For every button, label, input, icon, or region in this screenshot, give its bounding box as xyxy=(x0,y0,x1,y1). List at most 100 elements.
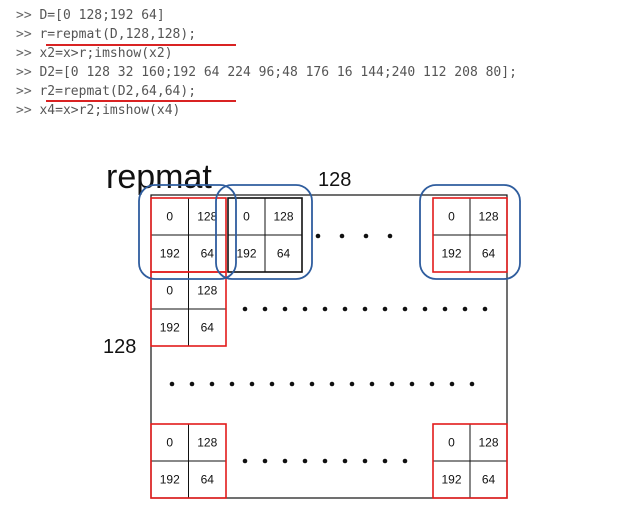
tile-blocks: 0 128 192 64 0 128 192 64 0 128 192 64 0 128 192 64 0 128… xyxy=(150,197,508,499)
dot xyxy=(469,381,475,387)
dot xyxy=(363,233,369,239)
code-line-5: >> r2=repmat(D2,64,64); xyxy=(16,83,196,101)
dot xyxy=(462,306,468,312)
cell-value: 0 xyxy=(166,436,173,450)
cell-value: 64 xyxy=(201,473,215,487)
highlight-box-second-tile xyxy=(215,184,313,280)
dot xyxy=(302,458,308,464)
dots-top-row xyxy=(315,233,393,239)
dot xyxy=(382,458,388,464)
dot xyxy=(389,381,395,387)
cell-value: 0 xyxy=(243,210,250,224)
dot xyxy=(339,233,345,239)
dot xyxy=(302,306,308,312)
code-text: x2=x>r;imshow(x2) xyxy=(39,46,173,61)
dots-bottom-row xyxy=(242,458,408,464)
prompt: >> xyxy=(16,27,32,42)
dot xyxy=(242,306,248,312)
dot xyxy=(249,381,255,387)
dot xyxy=(289,381,295,387)
code-line-4: >> D2=[0 128 32 160;192 64 224 96;48 176… xyxy=(16,64,517,82)
dot xyxy=(269,381,275,387)
cell-value: 0 xyxy=(166,210,173,224)
block-frame xyxy=(432,197,508,273)
dot xyxy=(409,381,415,387)
cell-value: 128 xyxy=(478,436,498,450)
cell-value: 128 xyxy=(197,210,217,224)
code-text: x4=x>r2;imshow(x4) xyxy=(39,103,181,118)
cell-value: 64 xyxy=(482,247,496,261)
dot xyxy=(309,381,315,387)
cell-value: 0 xyxy=(448,436,455,450)
cell-value: 128 xyxy=(273,210,293,224)
dot xyxy=(387,233,393,239)
highlight-box-first-tile xyxy=(138,184,237,280)
dot xyxy=(229,381,235,387)
dot xyxy=(349,381,355,387)
cell-value: 64 xyxy=(482,473,496,487)
cell-value: 64 xyxy=(201,247,215,261)
prompt: >> xyxy=(16,65,32,80)
dot xyxy=(342,458,348,464)
block-top-right: 0 128 192 64 xyxy=(432,197,508,273)
code-text: D2=[0 128 32 160;192 64 224 96;48 176 16… xyxy=(39,65,517,80)
code-line-2: >> r=repmat(D,128,128); xyxy=(16,26,196,44)
block-top-second: 0 128 192 64 xyxy=(227,197,303,273)
top-dimension-label: 128 xyxy=(318,169,351,191)
dot xyxy=(402,458,408,464)
dot xyxy=(482,306,488,312)
block-top-left: 0 128 192 64 xyxy=(150,197,227,273)
left-dimension-label: 128 xyxy=(103,336,136,358)
cell-value: 128 xyxy=(478,210,498,224)
block-frame xyxy=(150,423,227,499)
ellipsis-dots xyxy=(169,233,488,464)
cell-value: 64 xyxy=(201,321,215,335)
cell-value: 192 xyxy=(236,247,256,261)
code-line-3: >> x2=x>r;imshow(x2) xyxy=(16,45,173,63)
block-frame xyxy=(150,271,227,347)
code-text: D=[0 128;192 64] xyxy=(39,8,165,23)
cell-value: 192 xyxy=(160,247,180,261)
dot xyxy=(189,381,195,387)
cell-value: 64 xyxy=(277,247,291,261)
dot xyxy=(262,306,268,312)
cell-value: 128 xyxy=(197,436,217,450)
code-text: r2=repmat(D2,64,64); xyxy=(39,84,197,99)
dot xyxy=(402,306,408,312)
dot xyxy=(209,381,215,387)
cell-value: 0 xyxy=(448,210,455,224)
highlight-box-last-tile xyxy=(419,184,521,280)
diagram-title: repmat xyxy=(106,158,212,196)
prompt: >> xyxy=(16,8,32,23)
underline-line-2 xyxy=(46,44,236,46)
dots-middle-row xyxy=(169,381,475,387)
dot xyxy=(322,458,328,464)
cell-value: 0 xyxy=(166,284,173,298)
dot xyxy=(242,458,248,464)
cell-value: 192 xyxy=(160,321,180,335)
prompt: >> xyxy=(16,46,32,61)
dot xyxy=(362,458,368,464)
block-second-row: 0 128 192 64 xyxy=(150,271,227,347)
code-line-6: >> x4=x>r2;imshow(x4) xyxy=(16,102,180,120)
underline-line-5 xyxy=(46,100,236,102)
dot xyxy=(442,306,448,312)
dot xyxy=(282,458,288,464)
prompt: >> xyxy=(16,103,32,118)
block-frame xyxy=(227,197,303,273)
dot xyxy=(169,381,175,387)
dot xyxy=(449,381,455,387)
dot xyxy=(362,306,368,312)
prompt: >> xyxy=(16,84,32,99)
dot xyxy=(369,381,375,387)
cell-value: 192 xyxy=(441,247,461,261)
cell-value: 192 xyxy=(441,473,461,487)
code-text: r=repmat(D,128,128); xyxy=(39,27,197,42)
dot xyxy=(422,306,428,312)
cell-value: 128 xyxy=(197,284,217,298)
dot xyxy=(282,306,288,312)
dot xyxy=(322,306,328,312)
